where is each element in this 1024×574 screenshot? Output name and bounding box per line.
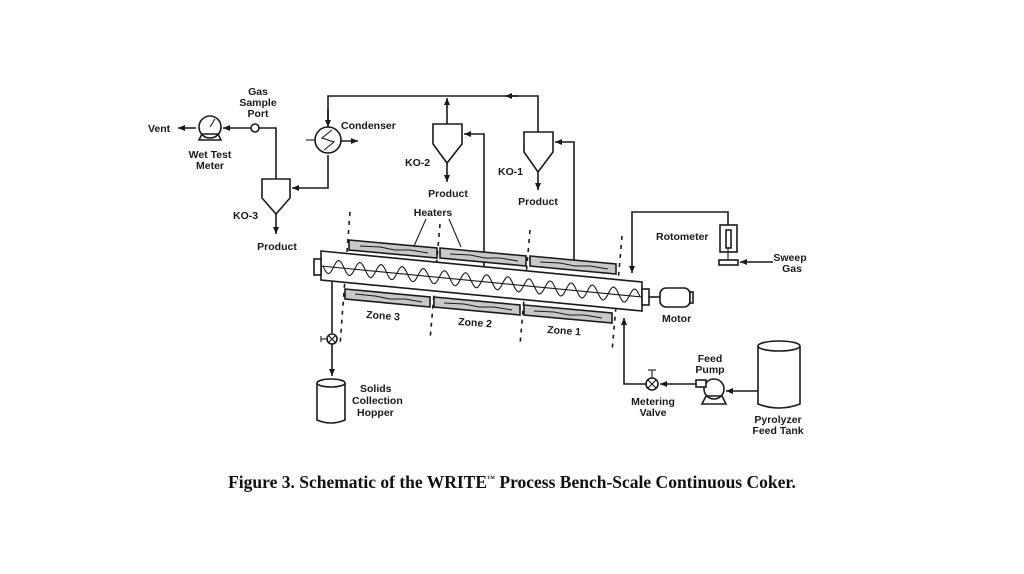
solids-collection-hopper-icon <box>316 378 346 424</box>
feed-tank-label-1: Pyrolyzer <box>754 414 801 426</box>
ko2-product-label: Product <box>428 188 468 200</box>
heater-zone2-top <box>439 247 527 267</box>
ko2-label: KO-2 <box>405 157 430 169</box>
zone3-label: Zone 3 <box>366 309 401 323</box>
zone1-label: Zone 1 <box>547 324 582 338</box>
heaters-pointer-1 <box>413 218 427 247</box>
heater-zone1-bottom <box>523 304 613 324</box>
sweep-gas-label-1: Sweep <box>773 252 806 264</box>
trademark-symbol: ™ <box>487 474 495 484</box>
ko3-knockout-icon <box>261 178 291 216</box>
zone-boundary-4 <box>611 235 623 353</box>
gas-sample-port-label-3: Port <box>248 108 270 120</box>
heater-zone3-top <box>348 239 438 259</box>
solids-hopper-label-3: Hopper <box>357 407 394 419</box>
gas-sample-port-label-2: Sample <box>239 97 277 109</box>
rotometer-label: Rotometer <box>656 231 709 243</box>
feed-pump-label-1: Feed <box>698 353 723 365</box>
solids-hopper-label-2: Collection <box>352 395 403 407</box>
zone1-to-ko1-line <box>555 139 575 262</box>
heater-zone3-bottom <box>344 288 431 308</box>
gas-sample-port-icon <box>250 123 260 133</box>
condenser-to-ko3-line <box>292 155 329 191</box>
heater-zone2-bottom <box>433 296 521 316</box>
pyrolyzer-feed-tank-icon <box>757 340 801 409</box>
feed-pump-label-2: Pump <box>695 364 724 376</box>
metering-valve-icon <box>645 369 659 391</box>
feed-tank-label-2: Feed Tank <box>752 425 803 437</box>
metering-valve-label-1: Metering <box>631 396 675 408</box>
ko3-product-label: Product <box>257 241 297 253</box>
auger-screw <box>322 259 641 303</box>
solids-hopper-label-1: Solids <box>360 383 392 395</box>
feed-line-to-tube <box>621 318 648 385</box>
heaters-label: Heaters <box>414 207 453 219</box>
ko1-label: KO-1 <box>498 166 523 178</box>
vent-label: Vent <box>148 123 171 135</box>
rotometer-icon <box>718 224 739 266</box>
caption-suffix: Process Bench-Scale Continuous Coker. <box>495 472 796 492</box>
motor-label: Motor <box>662 313 691 325</box>
motor-icon <box>659 287 694 308</box>
wet-test-meter-label-1: Wet Test <box>189 149 232 161</box>
wet-test-meter-label-2: Meter <box>196 160 224 172</box>
ko3-label: KO-3 <box>233 210 258 222</box>
ko1-product-label: Product <box>518 196 558 208</box>
zone2-to-ko2-line <box>464 131 485 266</box>
ko2-knockout-icon <box>432 123 463 165</box>
wet-test-meter-icon <box>197 115 223 141</box>
feed-pump-icon <box>695 378 728 405</box>
metering-valve-label-2: Valve <box>640 407 667 419</box>
sweep-gas-to-tube-line <box>629 211 729 273</box>
gas-sample-port-label-1: Gas <box>248 86 268 98</box>
heater-zone1-top <box>529 255 617 275</box>
condenser-icon <box>306 126 358 154</box>
sweep-gas-label-2: Gas <box>782 263 802 275</box>
ko3-vapor-line <box>259 127 277 179</box>
solids-valve-icon <box>320 333 338 345</box>
ko1-knockout-icon <box>523 131 554 174</box>
caption-prefix: Figure 3. Schematic of the WRITE <box>228 472 487 492</box>
condenser-label: Condenser <box>341 120 396 132</box>
figure-caption: Figure 3. Schematic of the WRITE™ Proces… <box>0 472 1024 493</box>
zone-boundary-2 <box>429 223 441 341</box>
heaters-pointer-2 <box>448 218 462 248</box>
zone2-label: Zone 2 <box>458 316 493 330</box>
